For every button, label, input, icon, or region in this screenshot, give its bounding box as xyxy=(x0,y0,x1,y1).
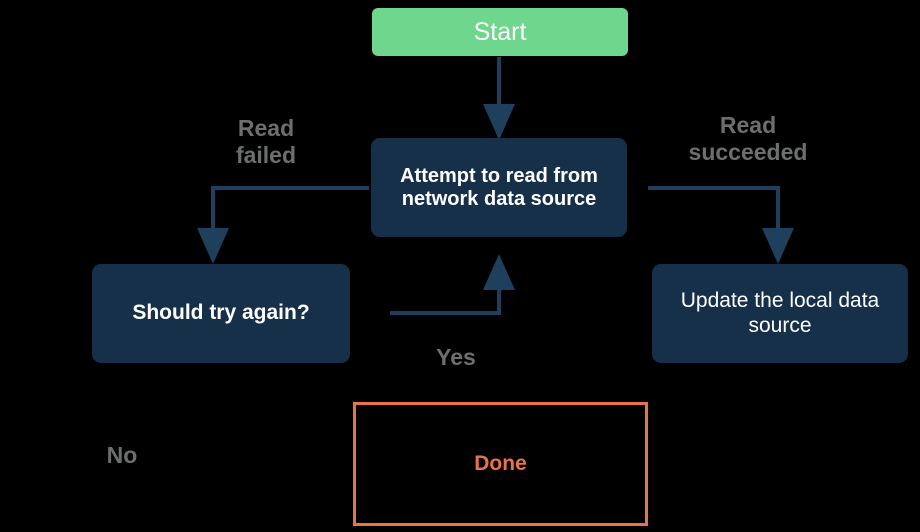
node-start[interactable]: Start xyxy=(372,8,628,56)
node-update-local-data-source-label: Update the local data source xyxy=(680,289,880,337)
edge-label-no: No xyxy=(106,442,138,468)
node-done[interactable]: Done xyxy=(353,402,648,526)
edge-label-read-succeeded: Read succeeded xyxy=(688,112,808,166)
edge-decision-yes-to-process xyxy=(390,254,515,315)
node-should-try-again[interactable]: Should try again? xyxy=(92,264,350,363)
node-attempt-read[interactable]: Attempt to read from network data source xyxy=(371,138,627,237)
node-start-label: Start xyxy=(473,17,527,46)
node-done-label: Done xyxy=(474,451,527,475)
node-update-local-data-source[interactable]: Update the local data source xyxy=(652,264,908,363)
node-should-try-again-label: Should try again? xyxy=(132,301,310,325)
edge-process-to-update xyxy=(648,186,794,264)
edge-label-yes: Yes xyxy=(436,344,476,370)
node-attempt-read-label: Attempt to read from network data source xyxy=(400,164,598,210)
edge-label-read-failed: Read failed xyxy=(235,115,297,169)
edge-process-to-decision xyxy=(197,186,369,264)
